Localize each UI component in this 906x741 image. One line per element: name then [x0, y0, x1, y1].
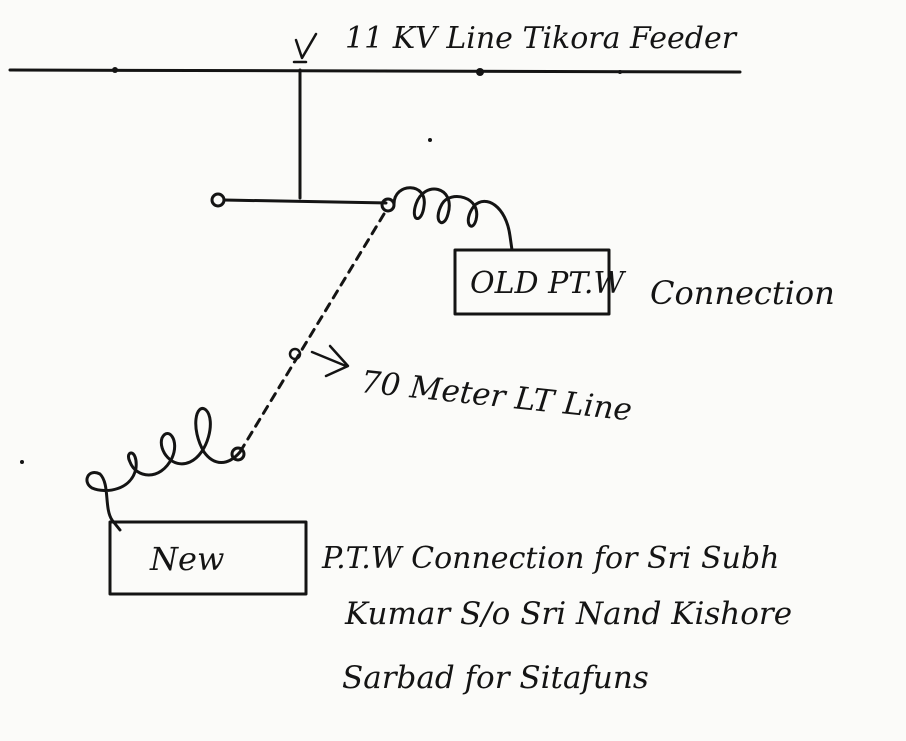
distance-arrow — [310, 344, 350, 378]
old-ptw-label: OLD PT.W — [470, 266, 626, 301]
ink-dot — [428, 138, 432, 142]
distance-label: 70 Meter LT Line — [359, 364, 634, 428]
new-connection-line-1: P.T.W Connection for Sri Subh — [321, 541, 779, 576]
old-ptw-box: OLD PT.W — [453, 248, 626, 316]
line-label: 11 KV Line Tikora Feeder — [345, 21, 738, 56]
ink-dot — [20, 460, 24, 464]
new-connection-line-2: Kumar S/o Sri Nand Kishore — [344, 596, 792, 632]
new-ptw-box: New — [108, 520, 308, 596]
old-connection-label: Connection — [650, 274, 835, 312]
service-wire — [210, 192, 396, 213]
tap-marker — [292, 32, 318, 64]
new-coil-terminal — [230, 446, 246, 462]
lt-line-dashed — [238, 212, 386, 454]
overhead-line — [8, 67, 742, 76]
new-coil — [85, 407, 242, 532]
new-connection-line-3: Sarbad for Sitafuns — [342, 660, 649, 696]
old-coil — [392, 186, 514, 252]
new-connection-note: P.T.W Connection for Sri Subh Kumar S/o … — [321, 541, 792, 696]
new-box-label: New — [149, 540, 224, 578]
lt-line-joint — [288, 347, 302, 361]
